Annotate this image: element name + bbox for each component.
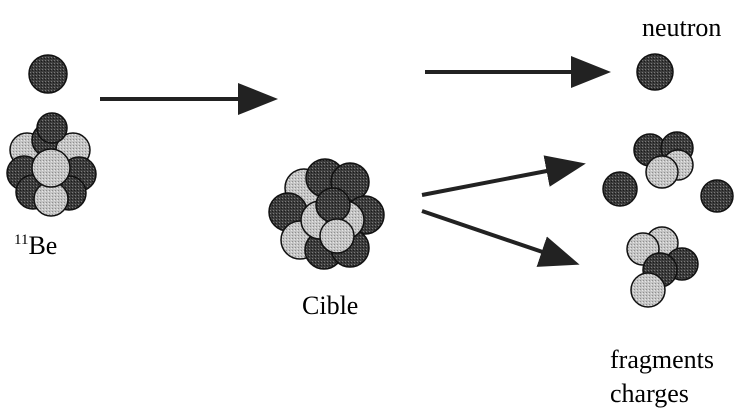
target-nucleus: [268, 158, 385, 270]
upper-charged-fragment: [633, 131, 694, 189]
fragments-label-line1: fragments: [610, 345, 714, 374]
fragments-label-line2: charges: [610, 379, 689, 408]
projectile-halo-neutron: [28, 54, 68, 94]
outgoing-neutron: [636, 53, 674, 91]
target-label: Cible: [302, 291, 359, 320]
projectile-label: 11Be: [14, 233, 57, 259]
free-nucleon-right: [700, 179, 734, 213]
lower-charged-fragment: [626, 226, 699, 308]
projectile-core-nucleus: [6, 112, 97, 217]
neutron-label: neutron: [642, 13, 722, 42]
outgoing-fragment-arrow-upper: [421, 155, 586, 197]
free-nucleon-left: [602, 171, 638, 207]
mass-number: 11: [14, 232, 29, 248]
outgoing-fragment-arrow-lower: [421, 209, 580, 267]
element-symbol: Be: [28, 231, 58, 260]
